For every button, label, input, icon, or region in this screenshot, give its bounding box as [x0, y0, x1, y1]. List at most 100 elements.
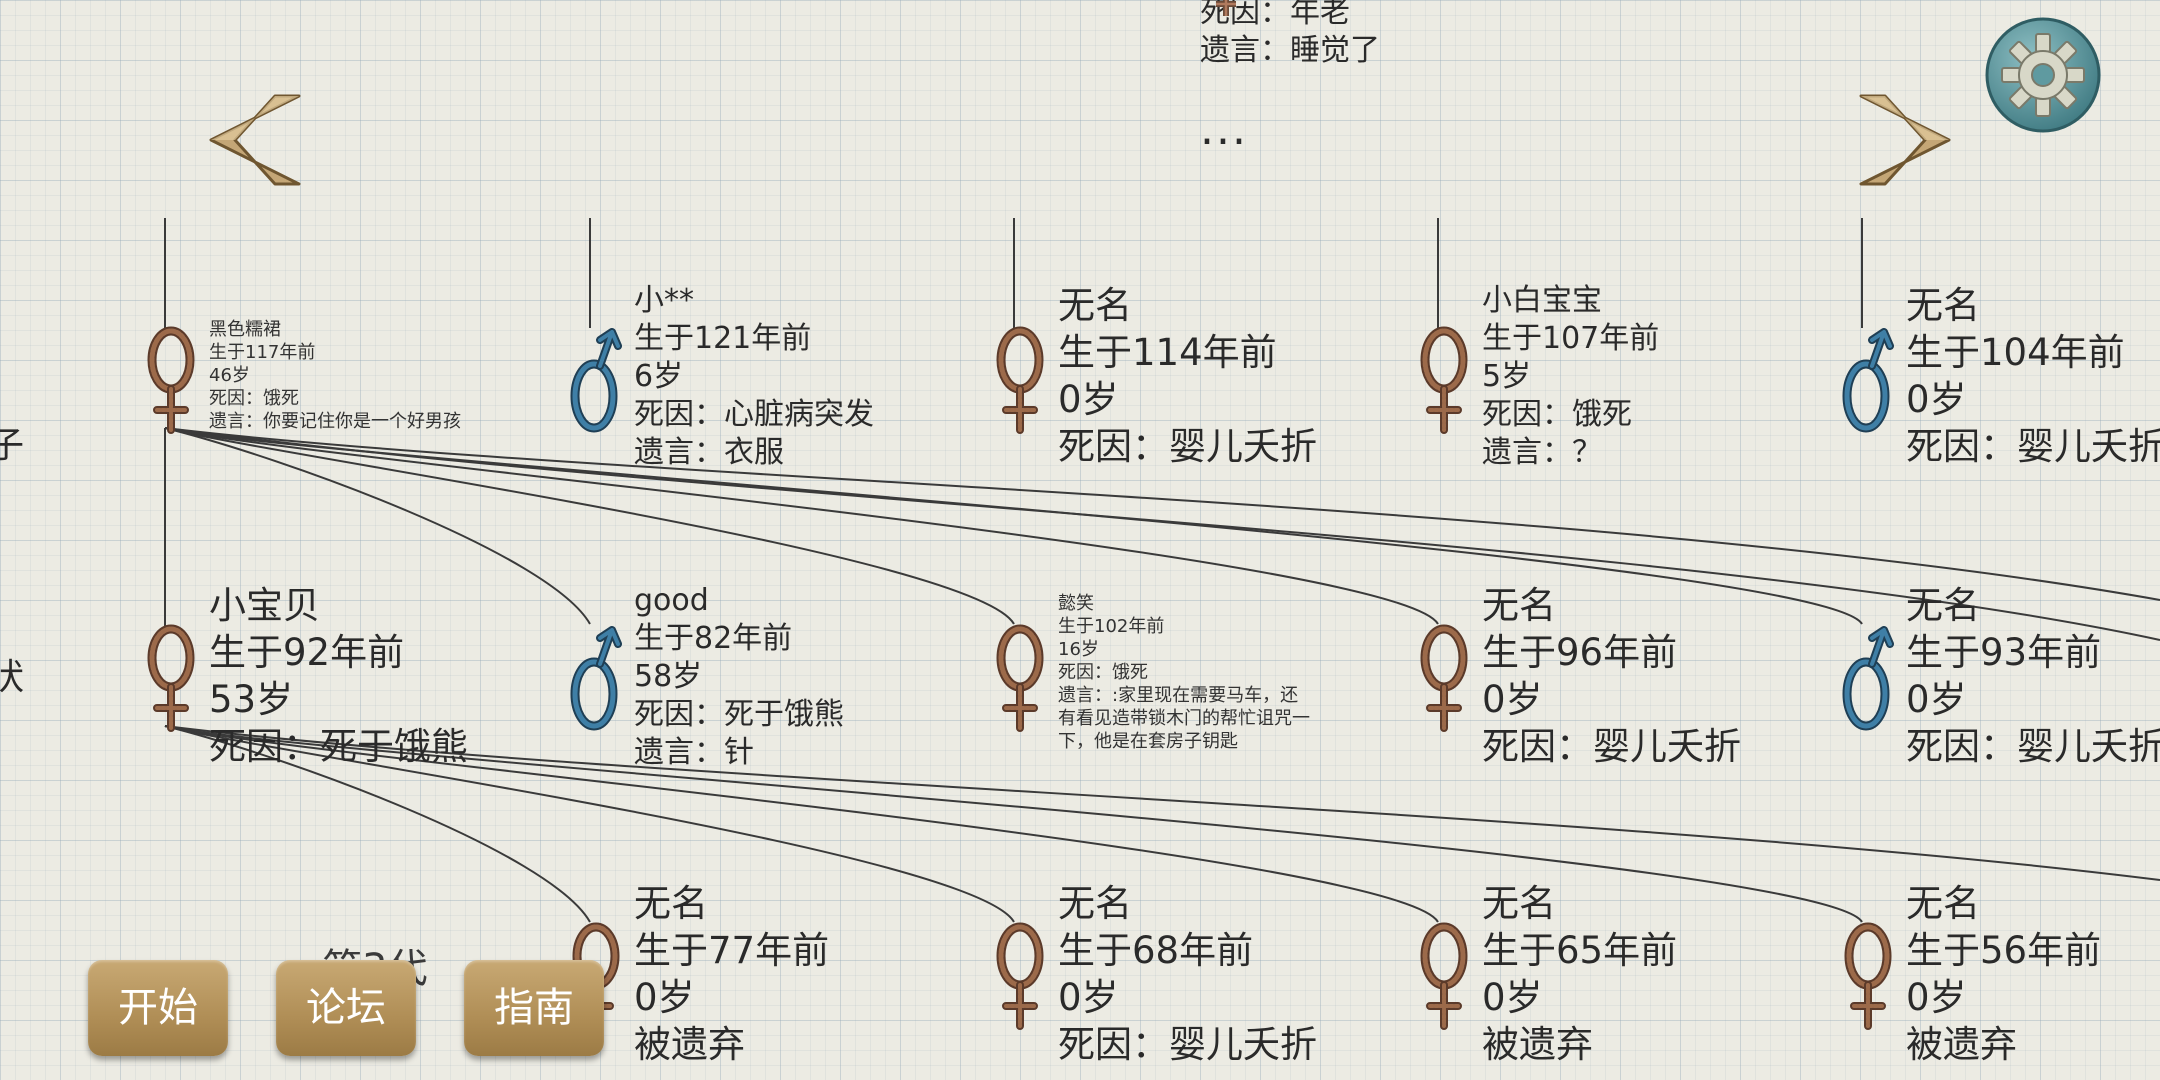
person-detail: 死因：婴儿夭折 [1482, 725, 1741, 768]
offscreen-text-fragment: 状 [0, 657, 25, 698]
person-detail: 被遗弃 [1906, 1023, 2017, 1066]
person-name: 小白宝宝 [1482, 283, 1602, 318]
person-detail: 生于102年前 [1058, 616, 1165, 637]
person-detail: 生于92年前 [209, 631, 405, 674]
female-symbol-icon [1418, 624, 1470, 736]
parent-link [164, 725, 2160, 881]
person-detail: 死因：心脏病突发 [634, 397, 874, 432]
parent-link [164, 725, 591, 923]
person-name: 无名 [1906, 584, 1980, 627]
person-name: 无名 [634, 882, 708, 925]
person-detail: 0岁 [1906, 678, 1967, 721]
offscreen-text-fragment: 子 [0, 425, 25, 466]
female-symbol-icon [145, 326, 197, 438]
person-detail: 遗言：？ [1482, 435, 1602, 470]
person-name: 无名 [1906, 882, 1980, 925]
person-detail: 遗言：你要记住你是一个好男孩 [209, 411, 461, 432]
person-detail: 0岁 [1482, 976, 1543, 1019]
female-symbol-icon [994, 326, 1046, 438]
female-symbol-icon [994, 624, 1046, 736]
person-name: 无名 [1058, 284, 1132, 327]
more-ancestors-ellipsis[interactable]: ... [1200, 104, 1248, 155]
ancestor-last-words: 遗言：睡觉了 [1200, 33, 1380, 68]
person-name: 小宝贝 [209, 584, 320, 627]
parent-link [164, 427, 1439, 625]
parent-link [164, 725, 1015, 923]
person-detail: 死因：婴儿夭折 [1906, 425, 2160, 468]
person-detail: 死因：婴儿夭折 [1058, 1023, 1317, 1066]
person-detail: 53岁 [209, 678, 294, 721]
person-detail: 6岁 [634, 359, 684, 394]
parent-link [164, 427, 1015, 625]
gear-icon[interactable] [1984, 16, 2102, 134]
person-name: 无名 [1906, 284, 1980, 327]
person-detail: 0岁 [1482, 678, 1543, 721]
person-name: 黑色糯裙 [209, 319, 281, 340]
person-detail: 死因：饿死 [1058, 662, 1148, 683]
person-detail: 0岁 [1058, 976, 1119, 1019]
person-detail: 死因：饿死 [1482, 397, 1632, 432]
person-name: 懿笑 [1058, 593, 1094, 614]
person-detail: 生于56年前 [1906, 929, 2102, 972]
person-name: good [634, 583, 709, 618]
chevron-left-icon[interactable] [205, 92, 305, 188]
female-symbol-icon [994, 922, 1046, 1034]
person-detail: 0岁 [1906, 378, 1967, 421]
parent-link [164, 427, 591, 625]
female-symbol-icon [145, 624, 197, 736]
person-detail: 生于96年前 [1482, 631, 1678, 674]
person-name: 小** [634, 283, 694, 318]
person-detail: 死因：婴儿夭折 [1058, 425, 1317, 468]
female-symbol-icon [1216, 0, 1236, 16]
female-symbol-icon [1418, 922, 1470, 1034]
parent-link [164, 725, 1439, 923]
person-detail: 0岁 [1906, 976, 1967, 1019]
parent-link [164, 725, 1863, 923]
person-detail: 46岁 [209, 365, 250, 386]
person-detail: 5岁 [1482, 359, 1532, 394]
parent-link [164, 427, 2160, 641]
male-symbol-icon [570, 326, 622, 438]
guide-button[interactable]: 指南 [464, 960, 604, 1056]
male-symbol-icon [570, 624, 622, 736]
person-detail: 0岁 [634, 976, 695, 1019]
person-detail: 死因：婴儿夭折 [1906, 725, 2160, 768]
person-detail: 生于121年前 [634, 321, 812, 356]
female-symbol-icon [1418, 326, 1470, 438]
male-symbol-icon [1842, 624, 1894, 736]
start-button[interactable]: 开始 [88, 960, 228, 1056]
person-detail: 生于93年前 [1906, 631, 2102, 674]
person-detail: 16岁 [1058, 639, 1099, 660]
parent-link [164, 427, 2160, 601]
person-detail: 死因：死于饿熊 [209, 725, 468, 768]
person-detail: 生于65年前 [1482, 929, 1678, 972]
person-detail: 遗言：针 [634, 735, 754, 770]
person-detail: 生于107年前 [1482, 321, 1660, 356]
chevron-right-icon[interactable] [1855, 92, 1955, 188]
male-symbol-icon [1842, 326, 1894, 438]
person-name: 无名 [1058, 882, 1132, 925]
person-detail: 生于77年前 [634, 929, 830, 972]
person-detail: 下，他是在套房子钥匙 [1058, 731, 1238, 752]
female-symbol-icon [1842, 922, 1894, 1034]
person-detail: 遗言：衣服 [634, 435, 784, 470]
person-name: 无名 [1482, 882, 1556, 925]
person-detail: 生于82年前 [634, 621, 793, 656]
person-name: 无名 [1482, 584, 1556, 627]
person-detail: 死因：饿死 [209, 388, 299, 409]
person-detail: 生于117年前 [209, 342, 316, 363]
forum-button[interactable]: 论坛 [276, 960, 416, 1056]
person-detail: 生于114年前 [1058, 331, 1277, 374]
person-detail: 有看见造带锁木门的帮忙诅咒一 [1058, 708, 1310, 729]
person-detail: 被遗弃 [634, 1023, 745, 1066]
